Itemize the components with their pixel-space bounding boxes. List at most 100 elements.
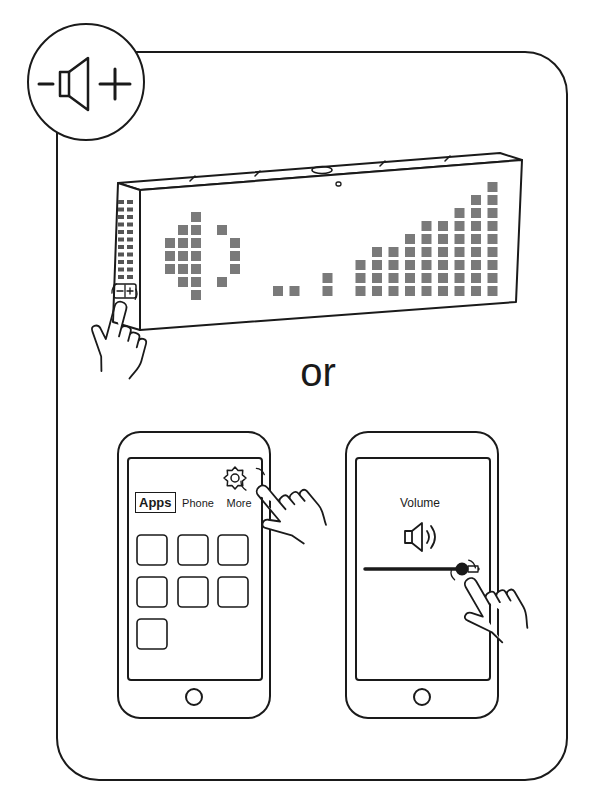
settings-gear <box>224 467 246 489</box>
display-pixel <box>422 286 432 296</box>
display-pixel <box>488 273 498 283</box>
tab-box: Apps <box>135 492 176 513</box>
grille-slot <box>118 208 124 212</box>
pixel-display <box>165 182 498 300</box>
display-pixel <box>230 238 240 248</box>
display-pixel <box>217 225 227 235</box>
display-pixel <box>191 238 201 248</box>
display-pixel <box>422 247 432 257</box>
display-pixel <box>438 221 448 231</box>
speaker-device <box>113 153 522 330</box>
grille-slot <box>127 275 133 279</box>
phone-left <box>118 432 270 718</box>
display-pixel <box>405 286 415 296</box>
display-pixel <box>438 286 448 296</box>
display-pixel <box>405 234 415 244</box>
display-pixel <box>178 277 188 287</box>
display-pixel <box>178 238 188 248</box>
display-pixel <box>165 238 175 248</box>
display-pixel <box>455 208 465 218</box>
display-pixel <box>165 251 175 261</box>
grille-slot <box>127 200 133 204</box>
grille-slot <box>127 260 133 264</box>
display-pixel <box>471 286 481 296</box>
display-pixel <box>273 286 283 296</box>
grille-slot <box>127 245 133 249</box>
phone-right <box>346 432 498 718</box>
display-pixel <box>422 234 432 244</box>
display-pixel <box>165 264 175 274</box>
grille-slot <box>118 268 124 272</box>
grille-slot <box>118 245 124 249</box>
display-pixel <box>488 234 498 244</box>
speaker-symbol <box>405 523 435 551</box>
display-pixel <box>389 260 399 270</box>
display-pixel <box>471 208 481 218</box>
or-text: or <box>300 352 336 392</box>
display-pixel <box>389 247 399 257</box>
display-pixel <box>191 251 201 261</box>
display-pixel <box>191 212 201 222</box>
display-pixel <box>422 273 432 283</box>
display-pixel <box>471 273 481 283</box>
pointing-hand <box>82 281 159 381</box>
display-pixel <box>178 264 188 274</box>
display-pixel <box>455 221 465 231</box>
display-pixel <box>191 264 201 274</box>
display-pixel <box>178 251 188 261</box>
grille-slot <box>118 260 124 264</box>
grille-slot <box>118 200 124 204</box>
tab-label: Apps <box>139 496 172 509</box>
grille-slot <box>118 230 124 234</box>
display-pixel <box>191 277 201 287</box>
display-pixel <box>356 286 366 296</box>
display-pixel <box>422 260 432 270</box>
grille-slot <box>118 275 124 279</box>
display-pixel <box>488 182 498 192</box>
display-pixel <box>471 195 481 205</box>
grille-slot <box>118 223 124 227</box>
display-pixel <box>178 225 188 235</box>
display-pixel <box>405 273 415 283</box>
grille-slot <box>127 215 133 219</box>
display-pixel <box>356 260 366 270</box>
display-pixel <box>455 273 465 283</box>
display-pixel <box>488 286 498 296</box>
gear-outline <box>224 467 246 489</box>
display-pixel <box>405 260 415 270</box>
display-pixel <box>438 273 448 283</box>
grille-slot <box>127 253 133 257</box>
display-pixel <box>471 221 481 231</box>
display-pixel <box>422 221 432 231</box>
display-pixel <box>372 273 382 283</box>
display-pixel <box>488 221 498 231</box>
display-pixel <box>389 273 399 283</box>
panel-frame <box>57 52 567 780</box>
display-pixel <box>372 260 382 270</box>
gear-hub <box>231 474 239 482</box>
display-pixel <box>471 260 481 270</box>
display-pixel <box>488 260 498 270</box>
grille-slot <box>127 230 133 234</box>
display-pixel <box>438 247 448 257</box>
tab-label: More <box>226 498 251 509</box>
display-pixel <box>471 234 481 244</box>
display-pixel <box>438 234 448 244</box>
display-pixel <box>455 247 465 257</box>
grille-slot <box>118 238 124 242</box>
display-pixel <box>372 286 382 296</box>
grille-slot <box>127 268 133 272</box>
display-pixel <box>455 234 465 244</box>
display-pixel <box>323 273 333 283</box>
display-pixel <box>290 286 300 296</box>
volume-icon <box>28 24 144 140</box>
display-pixel <box>323 286 333 296</box>
display-pixel <box>389 286 399 296</box>
display-pixel <box>230 264 240 274</box>
tab-label: Phone <box>182 498 214 509</box>
grille-slot <box>127 238 133 242</box>
display-pixel <box>191 225 201 235</box>
display-pixel <box>471 247 481 257</box>
display-pixel <box>438 260 448 270</box>
grille-slot <box>118 215 124 219</box>
